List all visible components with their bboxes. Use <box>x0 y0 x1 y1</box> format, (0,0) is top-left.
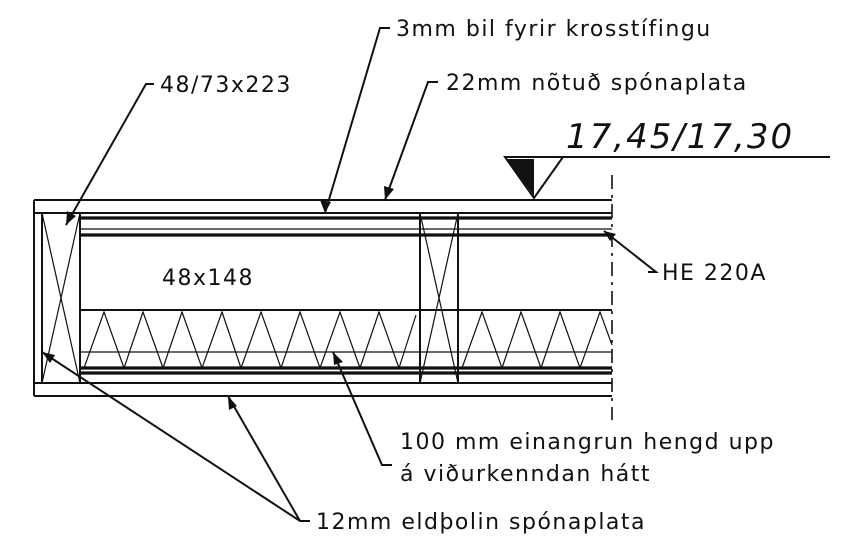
leader-fireboard-b <box>227 395 301 522</box>
leader-chipboard <box>384 81 438 201</box>
arrowhead-cross-bracing <box>320 200 331 213</box>
mid-joist-cross-b <box>419 212 459 384</box>
label-joist: 48x148 <box>162 266 254 291</box>
elevation-marker: 17,45/17,30 <box>503 117 830 200</box>
arrowhead-steel-beam <box>604 231 616 241</box>
mid-joist-rect <box>419 212 459 384</box>
arrowhead-end-joist <box>66 211 76 225</box>
arrowhead-fireboard-a <box>42 352 55 363</box>
label-fireboard: 12mm eldþolin spónaplata <box>316 510 646 535</box>
leader-steel-beam <box>603 230 659 273</box>
leader-insulation <box>332 351 392 466</box>
arrowhead-insulation <box>333 352 343 365</box>
leader-fireboard-a <box>41 351 310 522</box>
insulation-zigzag-right <box>461 310 613 370</box>
elevation-triangle-hatch <box>507 159 534 196</box>
floor-assembly <box>33 175 613 420</box>
leader-cross-bracing <box>324 27 390 214</box>
annotations: 3mm bil fyrir krosstífingu 48/73x223 22m… <box>41 17 775 535</box>
label-end-joist: 48/73x223 <box>160 73 292 98</box>
leader-end-joist <box>65 83 154 226</box>
insulation-zigzag-left <box>83 310 417 370</box>
label-insulation-line1: 100 mm einangrun hengd upp <box>400 430 775 455</box>
label-cross-bracing: 3mm bil fyrir krosstífingu <box>396 17 712 42</box>
arrowhead-chipboard <box>384 186 394 200</box>
end-joist-rect <box>41 212 81 384</box>
arrowhead-fireboard-b <box>228 396 237 410</box>
elevation-text: 17,45/17,30 <box>566 117 794 157</box>
label-insulation-line2: á viðurkenndan hátt <box>400 462 651 487</box>
label-chipboard: 22mm nõtuð spónaplata <box>446 71 748 96</box>
label-steel-beam: HE 220A <box>662 261 767 286</box>
